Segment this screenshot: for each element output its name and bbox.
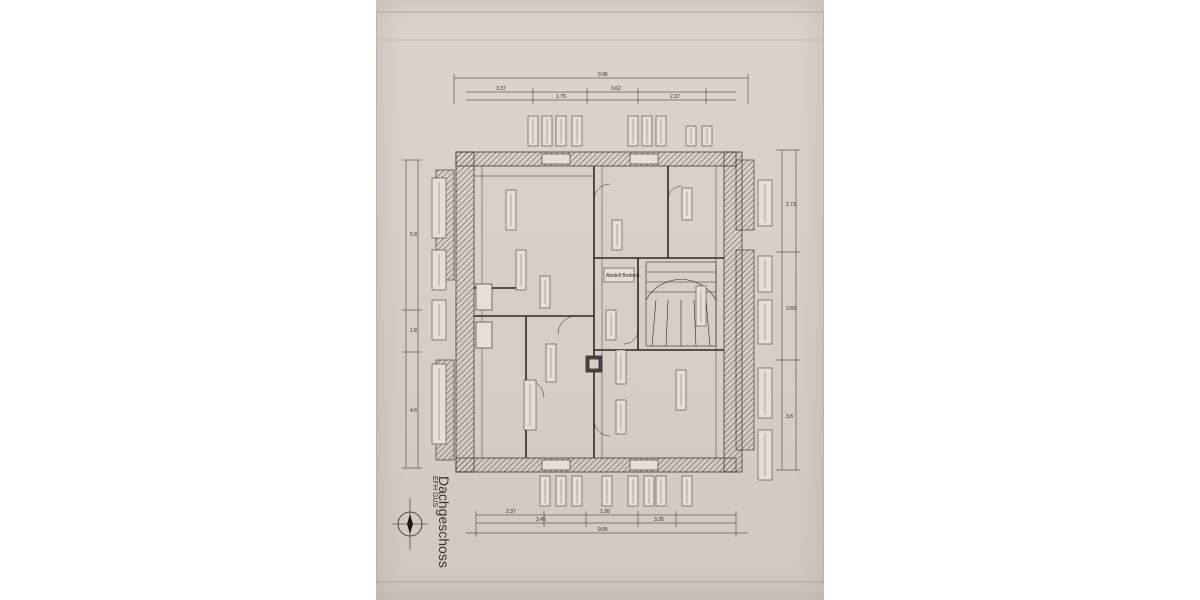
dim-bottom-seg-1: 2.37	[506, 509, 516, 515]
windows	[475, 153, 659, 471]
dim-bottom-seg-3: 1.26	[600, 509, 610, 515]
staircase	[645, 261, 717, 347]
annotation-text-lines	[438, 119, 766, 503]
dim-top-seg-1: 3.37	[496, 86, 506, 92]
dim-right-seg-3: 3.8	[786, 414, 793, 420]
dim-left-seg-1: 5.8	[410, 232, 417, 238]
dim-right-seg-1: 2.73	[786, 202, 796, 208]
exterior-walls	[435, 151, 755, 473]
dim-right-seg-2: 3.83	[786, 306, 796, 312]
hallway-note: Abstell Bodenfl.	[606, 273, 641, 279]
dim-top-overall: 9.95	[598, 72, 608, 78]
right-dimension-chain	[776, 149, 800, 471]
dim-top-seg-2: 1.75	[556, 94, 566, 100]
chimney-shaft	[585, 355, 603, 373]
dim-top-seg-3: 3.62	[611, 86, 621, 92]
sheet-frame	[376, 11, 824, 583]
dim-bottom-overall: 9.95	[598, 527, 608, 533]
sheet-subtitle: EFH GUS	[431, 476, 438, 508]
dim-bottom-seg-4: 3.35	[654, 517, 664, 523]
hallway-note-box	[603, 267, 635, 283]
floor-plan-drawing: 9.95 3.37 1.75 3.62 2.37 2.37 3.45 1.26 …	[376, 11, 824, 583]
interior-walls	[474, 166, 724, 458]
left-dimension-chain	[402, 159, 422, 469]
north-arrow-icon	[392, 498, 428, 550]
dim-bottom-seg-2: 3.45	[536, 517, 546, 523]
dim-left-seg-2: 1.8	[410, 328, 417, 334]
dim-top-seg-4: 2.37	[670, 94, 680, 100]
bottom-dimension-chain	[466, 511, 748, 537]
plan-sheet: 9.95 3.37 1.75 3.62 2.37 2.37 3.45 1.26 …	[376, 0, 824, 600]
sheet-title-block: Dachgeschoss EFH GUS	[431, 476, 452, 568]
top-dimension-chain	[453, 74, 749, 104]
dim-left-seg-3: 4.6	[410, 408, 417, 414]
door-swings	[525, 183, 683, 437]
sheet-title: Dachgeschoss	[436, 476, 452, 568]
